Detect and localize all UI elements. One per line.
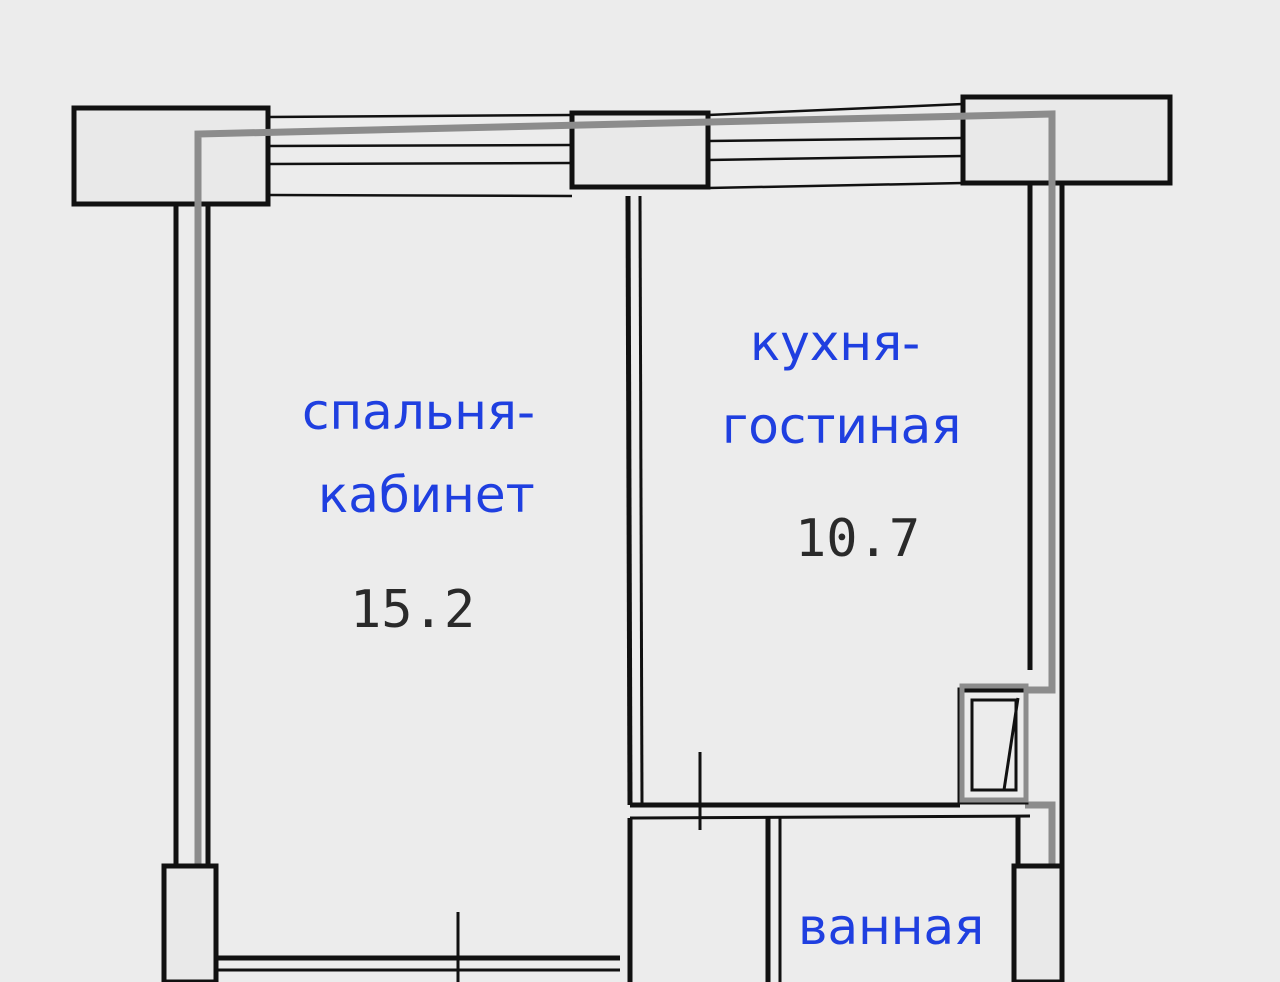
window-right xyxy=(707,102,964,190)
bottom-right-pier xyxy=(1011,863,1065,982)
kitchen-bottom-wall-inner xyxy=(629,814,1031,820)
kitchen-area: 10.7 xyxy=(795,509,920,569)
partition-wall-right xyxy=(638,195,644,806)
bathroom-label: ванная xyxy=(798,898,984,956)
bedroom-label-line2: кабинет xyxy=(318,466,535,524)
inner-outline-top xyxy=(194,110,1056,982)
partition-wall-left xyxy=(625,195,633,806)
window-left xyxy=(267,113,573,198)
bottom-left-pier xyxy=(161,863,219,982)
kitchen-label-line1: кухня- xyxy=(750,314,920,372)
left-wall-pier xyxy=(71,105,271,207)
bedroom-area: 15.2 xyxy=(350,580,475,640)
bedroom-label-line1: спальня- xyxy=(302,383,535,441)
ventilation-shaft xyxy=(957,683,1029,805)
kitchen-label-line2: гостиная xyxy=(722,397,961,455)
right-wall-pier xyxy=(960,94,1173,186)
